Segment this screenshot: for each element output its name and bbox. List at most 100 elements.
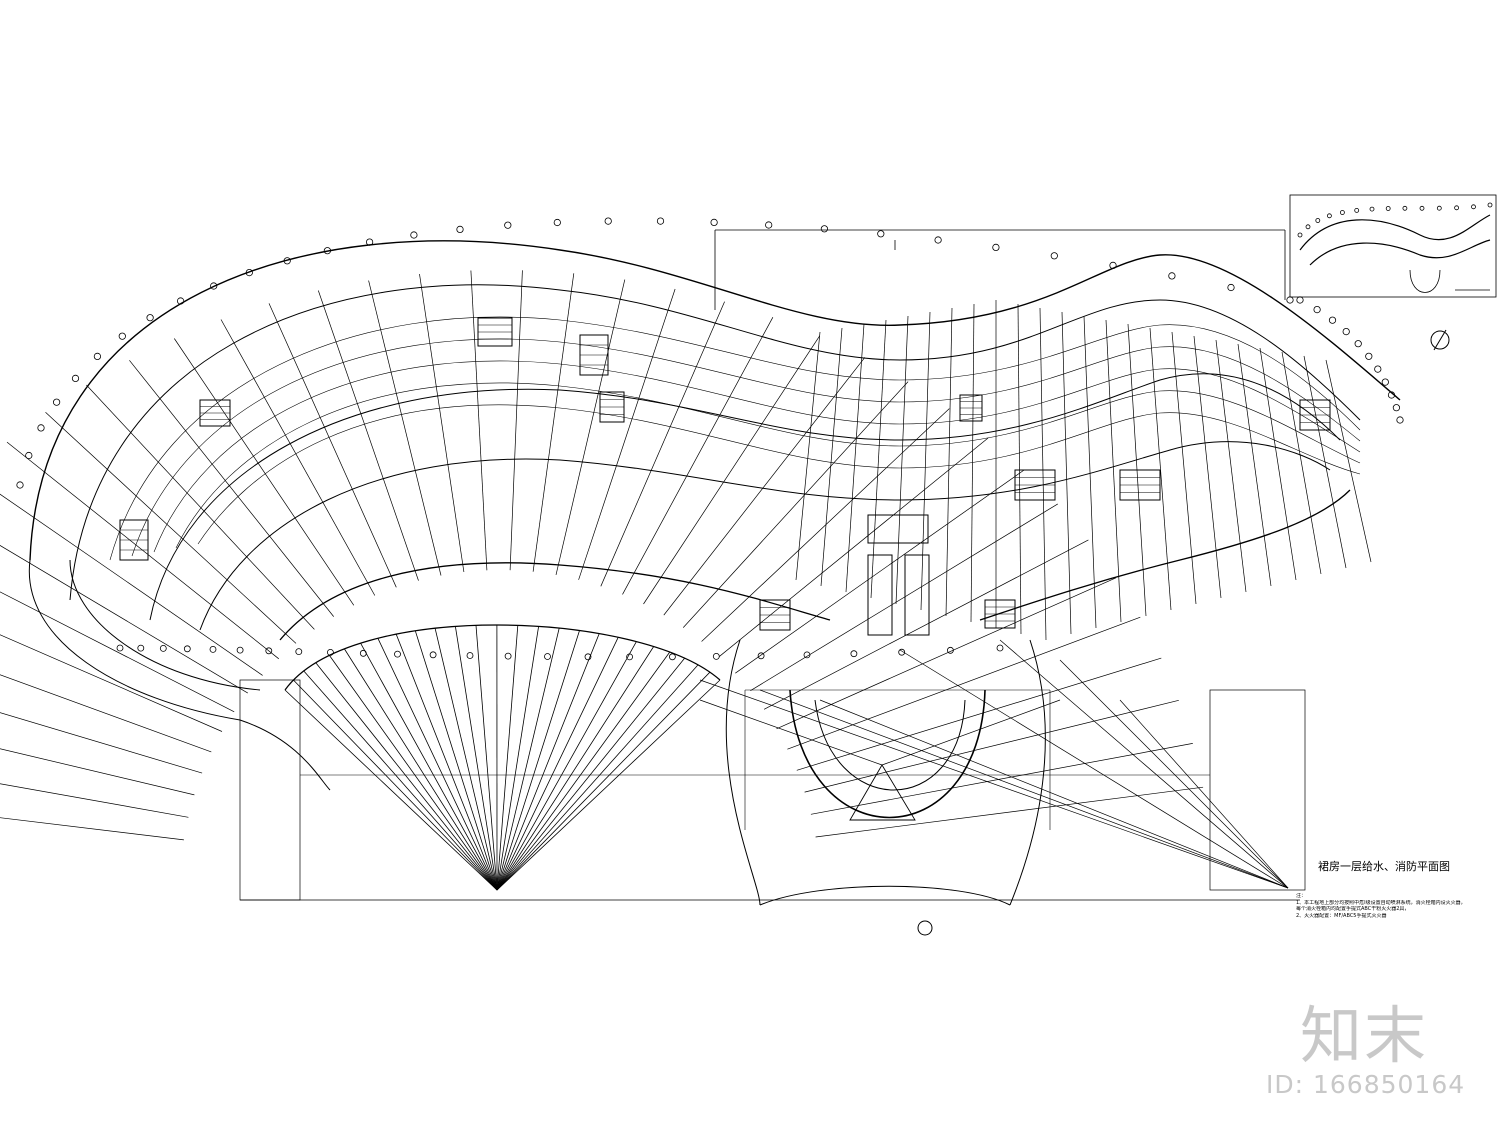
atrium-lift (867, 514, 929, 544)
grid-axis-line (663, 357, 866, 616)
grid-bubble (934, 236, 942, 244)
grid-axis-line (45, 412, 297, 644)
grid-bubble (16, 481, 24, 489)
key-plan-frame (1289, 194, 1497, 298)
radial-ray (496, 651, 671, 891)
grid-bubble (71, 374, 80, 382)
radial-ray (699, 679, 1289, 889)
grid-bubble (1313, 305, 1321, 314)
grid-axis-line (0, 712, 203, 774)
grid-bubble (1419, 205, 1425, 211)
grid-axis-line (787, 616, 1141, 750)
grid-bubble (245, 268, 253, 277)
radial-ray (899, 649, 1289, 889)
radial-ray (496, 625, 519, 891)
grid-axis-line (0, 493, 263, 676)
grid-bubble (626, 653, 633, 661)
grid-axis-line (895, 315, 909, 605)
grid-axis-line (600, 301, 725, 587)
radial-ray (414, 630, 498, 891)
radial-ray (377, 638, 498, 891)
drawing-notes: 注： 1、本工程地上部分均按照中危Ⅰ级设置自动喷淋系统，消火栓箱内设灭火器， 每… (1296, 893, 1496, 919)
grid-bubble (584, 653, 592, 661)
grid-axis-line (555, 279, 626, 575)
left-lobe-inner (69, 559, 261, 691)
canopy-triangle (849, 764, 916, 821)
grid-bubble (765, 221, 773, 229)
radial-ray (395, 634, 498, 891)
radial-ray (496, 626, 539, 891)
grid-axis-line (622, 317, 774, 595)
grid-axis-line (718, 437, 989, 657)
grid-bubble (1354, 340, 1362, 348)
grid-bubble (410, 231, 418, 239)
grid-bubble (1050, 252, 1058, 260)
radial-ray (315, 662, 498, 891)
grid-bubble (898, 648, 906, 656)
grid-axis-line (815, 786, 1204, 838)
grid-axis-line (1215, 339, 1247, 593)
grid-bubble (1305, 224, 1311, 230)
grid-axis-line (750, 503, 1058, 691)
note-line: 2、灭火器配置：MF/ABC5手提式灭火器 (1296, 912, 1387, 919)
grid-axis-line (1061, 311, 1072, 635)
north-arrow-icon (917, 329, 1450, 936)
grid-axis-line (804, 699, 1179, 793)
left-lobe-wall (28, 559, 331, 791)
grid-axis-line (810, 743, 1193, 815)
watermark-id: ID: 166850164 (1266, 1070, 1466, 1099)
grid-axis-line (578, 288, 676, 580)
grid-bubble (1342, 327, 1350, 336)
radial-ray (329, 655, 498, 891)
grid-axis-line (1149, 327, 1172, 611)
grid-bubble (504, 221, 512, 229)
grid-axis-line (0, 634, 223, 732)
grid-bubble (604, 217, 612, 225)
radial-ray (303, 670, 498, 891)
grid-bubble (656, 217, 665, 225)
grid-axis-line (820, 327, 843, 587)
grid-axis-line (701, 408, 950, 642)
grid-bubble (820, 225, 829, 233)
grid-axis-line (1259, 347, 1297, 581)
courtyard-arc (284, 624, 721, 691)
grid-axis-line (1193, 335, 1222, 599)
watermark-logo: 知末 (1300, 999, 1429, 1072)
dimension-box (1209, 689, 1306, 891)
grid-bubble (1374, 365, 1382, 373)
radial-ray (455, 626, 498, 891)
grid-axis-line (795, 331, 821, 581)
grid-bubble (25, 451, 33, 460)
radial-ray (475, 625, 498, 891)
grid-bubble (326, 649, 334, 656)
grid-bubble (1296, 296, 1304, 304)
key-plan-entrance (1409, 269, 1441, 293)
grid-axis-line (1171, 331, 1197, 605)
grid-bubble (504, 652, 512, 660)
grid-bubble (394, 650, 401, 658)
grid-axis-line (682, 381, 909, 628)
note-line: 每个消火栓箱内均配置手提式ABC干粉灭火器2具， (1296, 906, 1410, 912)
key-plan-inset (1289, 194, 1497, 298)
grid-bubble (1487, 202, 1493, 208)
grid-bubble (877, 230, 885, 238)
room-partition-arc (899, 324, 1361, 431)
grid-bubble (236, 646, 244, 654)
grid-bubble (209, 646, 217, 653)
mid-corridor-line (149, 373, 1341, 621)
radial-ray (496, 679, 721, 891)
grid-axis-line (735, 469, 1025, 674)
grid-bubble (1328, 316, 1337, 324)
radial-ray (496, 657, 685, 891)
entrance-marker (917, 920, 933, 936)
grid-axis-line (1039, 307, 1047, 641)
grid-bubble (1327, 213, 1332, 219)
key-plan-outline (1299, 214, 1491, 251)
grid-bubble (146, 314, 154, 322)
grid-bubble (1365, 352, 1373, 360)
grid-bubble (456, 225, 464, 233)
grid-bubble (323, 247, 331, 255)
grid-bubble (1392, 404, 1401, 412)
radial-ray (1059, 659, 1289, 889)
